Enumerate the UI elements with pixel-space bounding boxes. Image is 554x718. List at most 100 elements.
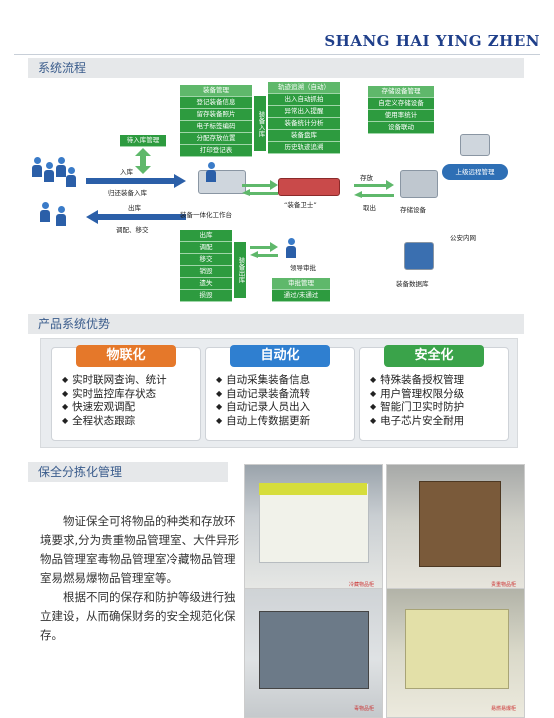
photo-caption: 易燃易爆柜 <box>490 706 516 712</box>
retrieve-label: 取出 <box>363 204 376 212</box>
inbound-label: 入库 <box>120 168 133 176</box>
storage-equip-box: 存储设备管理 自定义存储设备 使用率统计 设备联动 <box>368 86 434 134</box>
section-storage-header: 保全分拣化管理 <box>28 462 228 482</box>
approval-row: 通过/未通过 <box>272 290 330 302</box>
brand-name: SHANG HAI YING ZHEN <box>324 32 540 50</box>
equipment-mgmt-row: 分配存放位置 <box>180 133 252 145</box>
outbound-label: 出库 <box>128 204 141 212</box>
outbound-arrow-icon <box>86 210 186 224</box>
dispatch-label: 调配、移交 <box>116 226 149 234</box>
storage-equip-row: 设备联动 <box>368 122 434 134</box>
storage-cabinet-icon <box>400 170 438 198</box>
advantage-item: 实时监控库存状态 <box>62 388 167 402</box>
store-retrieve-arrow-icon <box>354 180 394 198</box>
equipment-mgmt-row: 登记装备信息 <box>180 97 252 109</box>
advantage-title: 自动化 <box>230 345 330 367</box>
guard-device-icon <box>278 178 340 196</box>
equipment-mgmt-head: 装备管理 <box>180 85 252 97</box>
leader-label: 领导审批 <box>290 264 316 272</box>
return-inbound-label: 归还装备入库 <box>108 189 147 197</box>
cabinet-photo: 冷藏物品柜 <box>244 464 383 594</box>
photo-caption: 毒物品柜 <box>353 706 374 712</box>
cabinet-photo: 毒物品柜 <box>244 588 383 718</box>
cabinet-photo: 贵重物品柜 <box>386 464 525 594</box>
advantage-card: 自动化 自动采集装备信息 自动记录装备流转 自动记录人员出入 自动上传数据更新 <box>205 345 355 441</box>
advantage-item: 快速宏观调配 <box>62 401 167 415</box>
track-box: 轨迹追溯（自动） 出入自动抓拍 异常出入提醒 装备统计分析 装备盘库 历史轨迹追… <box>268 82 340 154</box>
database-icon <box>404 242 434 270</box>
outgoing-row: 调配 <box>180 242 232 254</box>
track-row: 装备统计分析 <box>268 118 340 130</box>
storage-description: 物证保全可将物品的种类和存放环境要求,分为贵重物品管理室、大件异形物品管理室毒物… <box>40 512 240 645</box>
storage-equip-row: 自定义存储设备 <box>368 98 434 110</box>
database-label: 装备数据库 <box>396 280 429 288</box>
bidirectional-arrow-icon <box>242 180 278 196</box>
workstation-label: 装备一体化工作台 <box>180 211 232 219</box>
equipment-mgmt-box: 装备管理 登记装备信息 留存装备照片 电子标签编码 分配存放位置 打印登记表 <box>180 85 252 157</box>
cabinet-photo: 易燃易爆柜 <box>386 588 525 718</box>
advantage-card: 安全化 特殊装备授权管理 用户管理权限分级 智能门卫实时防护 电子芯片安全耐用 <box>359 345 509 441</box>
person-icon <box>66 167 76 187</box>
approval-arrow-icon <box>250 242 278 258</box>
section-advantages-header: 产品系统优势 <box>28 314 524 334</box>
storage-device-label: 存储设备 <box>400 206 426 214</box>
up-down-arrow-icon <box>135 148 151 174</box>
person-icon <box>56 206 66 226</box>
person-icon <box>32 157 42 177</box>
approval-box: 审批管理 通过/未通过 <box>272 278 330 302</box>
outgoing-row: 损毁 <box>180 290 232 302</box>
equipment-mgmt-row: 打印登记表 <box>180 145 252 157</box>
equipment-mgmt-side: 装备入库 <box>254 96 266 151</box>
track-row: 异常出入提醒 <box>268 106 340 118</box>
advantage-item: 电子芯片安全耐用 <box>370 415 464 429</box>
remote-mgmt-label: 上级远程管理 <box>442 164 508 180</box>
outgoing-row: 移交 <box>180 254 232 266</box>
track-row: 历史轨迹追溯 <box>268 142 340 154</box>
brand-divider <box>14 54 540 55</box>
storage-equip-row: 使用率统计 <box>368 110 434 122</box>
advantage-item: 用户管理权限分级 <box>370 388 464 402</box>
leader-icon <box>286 238 296 258</box>
remote-monitor-icon <box>460 134 490 156</box>
advantage-item: 自动记录装备流转 <box>216 388 310 402</box>
track-row: 装备盘库 <box>268 130 340 142</box>
track-row: 出入自动抓拍 <box>268 94 340 106</box>
advantage-item: 全程状态跟踪 <box>62 415 167 429</box>
advantages-panel: 物联化 实时联网查询、统计 实时监控库存状态 快速宏观调配 全程状态跟踪 自动化… <box>40 338 518 448</box>
outgoing-row: 遗失 <box>180 278 232 290</box>
equipment-mgmt-row: 电子标签编码 <box>180 121 252 133</box>
person-icon <box>40 202 50 222</box>
advantage-title: 物联化 <box>76 345 176 367</box>
guard-label: “装备卫士” <box>284 201 317 209</box>
advantage-item: 自动记录人员出入 <box>216 401 310 415</box>
outgoing-row: 销毁 <box>180 266 232 278</box>
track-head: 轨迹追溯（自动） <box>268 82 340 94</box>
pending-inbound-label: 待入库管理 <box>120 135 166 147</box>
person-icon <box>44 162 54 182</box>
equipment-mgmt-row: 留存装备照片 <box>180 109 252 121</box>
operator-icon <box>206 162 216 182</box>
advantage-card: 物联化 实时联网查询、统计 实时监控库存状态 快速宏观调配 全程状态跟踪 <box>51 345 201 441</box>
intranet-label: 公安内网 <box>450 234 476 242</box>
store-label: 存放 <box>360 174 373 182</box>
storage-equip-head: 存储设备管理 <box>368 86 434 98</box>
flow-diagram: 待入库管理 入库 归还装备入库 出库 调配、移交 装备管理 登记装备信息 留存装… <box>28 82 524 310</box>
outgoing-row: 出库 <box>180 230 232 242</box>
advantage-title: 安全化 <box>384 345 484 367</box>
person-icon <box>56 157 66 177</box>
approval-row: 审批管理 <box>272 278 330 290</box>
storage-paragraph: 物证保全可将物品的种类和存放环境要求,分为贵重物品管理室、大件异形物品管理室毒物… <box>40 514 240 585</box>
outgoing-side: 装备出库 <box>234 242 246 298</box>
photo-caption: 冷藏物品柜 <box>348 582 374 588</box>
pending-inbound-box: 待入库管理 <box>120 135 166 147</box>
advantage-item: 智能门卫实时防护 <box>370 401 464 415</box>
storage-paragraph: 根据不同的保存和防护等级进行独立建设，从而确保财务的安全规范化保存。 <box>40 590 236 642</box>
photo-caption: 贵重物品柜 <box>490 582 516 588</box>
advantage-item: 特殊装备授权管理 <box>370 374 464 388</box>
section-flow-header: 系统流程 <box>28 58 524 78</box>
advantage-item: 实时联网查询、统计 <box>62 374 167 388</box>
outgoing-box: 出库 调配 移交 销毁 遗失 损毁 <box>180 230 232 302</box>
advantage-item: 自动上传数据更新 <box>216 415 310 429</box>
inbound-arrow-icon <box>86 174 186 188</box>
advantage-item: 自动采集装备信息 <box>216 374 310 388</box>
